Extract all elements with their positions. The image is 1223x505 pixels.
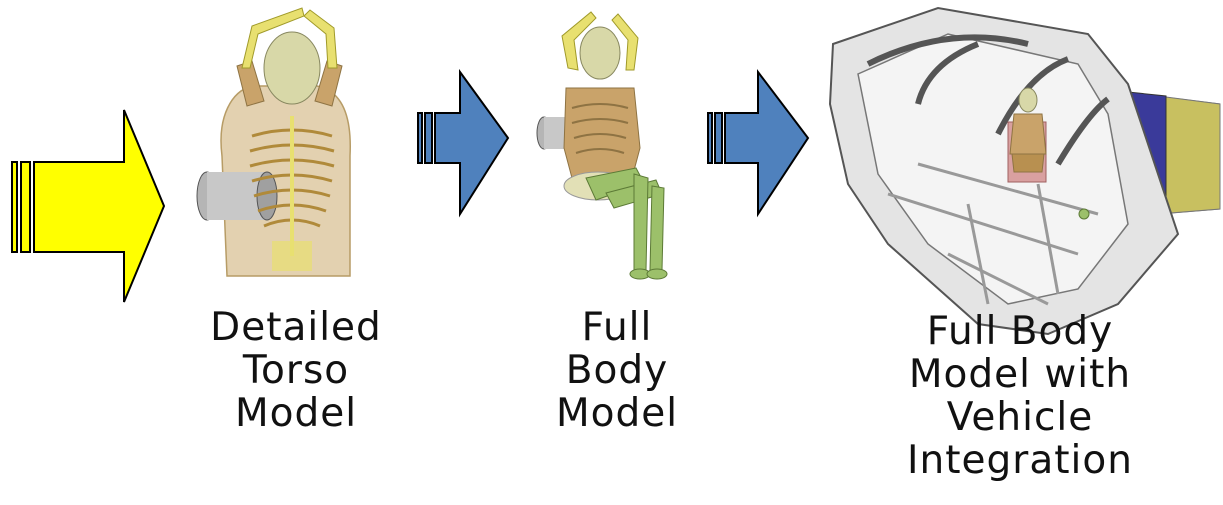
caption-line: Detailed xyxy=(196,306,396,349)
caption-line: Full xyxy=(512,306,722,349)
right-arrow-icon xyxy=(12,110,164,302)
caption-line: Integration xyxy=(900,439,1140,482)
caption-line: Torso xyxy=(196,349,396,392)
caption-line: Model xyxy=(512,392,722,435)
body-to-vehicle-arrow xyxy=(706,68,816,218)
full-body-model-caption: Full Body Model xyxy=(512,306,722,435)
full-body-model-render xyxy=(536,8,666,283)
right-arrow-icon xyxy=(418,72,508,214)
caption-line: Body xyxy=(512,349,722,392)
torso-to-body-arrow xyxy=(416,68,516,218)
caption-line: Model with xyxy=(900,353,1140,396)
right-arrow-icon xyxy=(708,72,808,214)
torso-model-render xyxy=(192,6,372,276)
input-arrow xyxy=(8,106,178,306)
vehicle-integration-caption: Full Body Model with Vehicle Integration xyxy=(900,310,1140,482)
torso-model-caption: Detailed Torso Model xyxy=(196,306,396,435)
caption-line: Full Body xyxy=(900,310,1140,353)
vehicle-integration-render xyxy=(828,4,1220,339)
caption-line: Vehicle xyxy=(900,396,1140,439)
caption-line: Model xyxy=(196,392,396,435)
